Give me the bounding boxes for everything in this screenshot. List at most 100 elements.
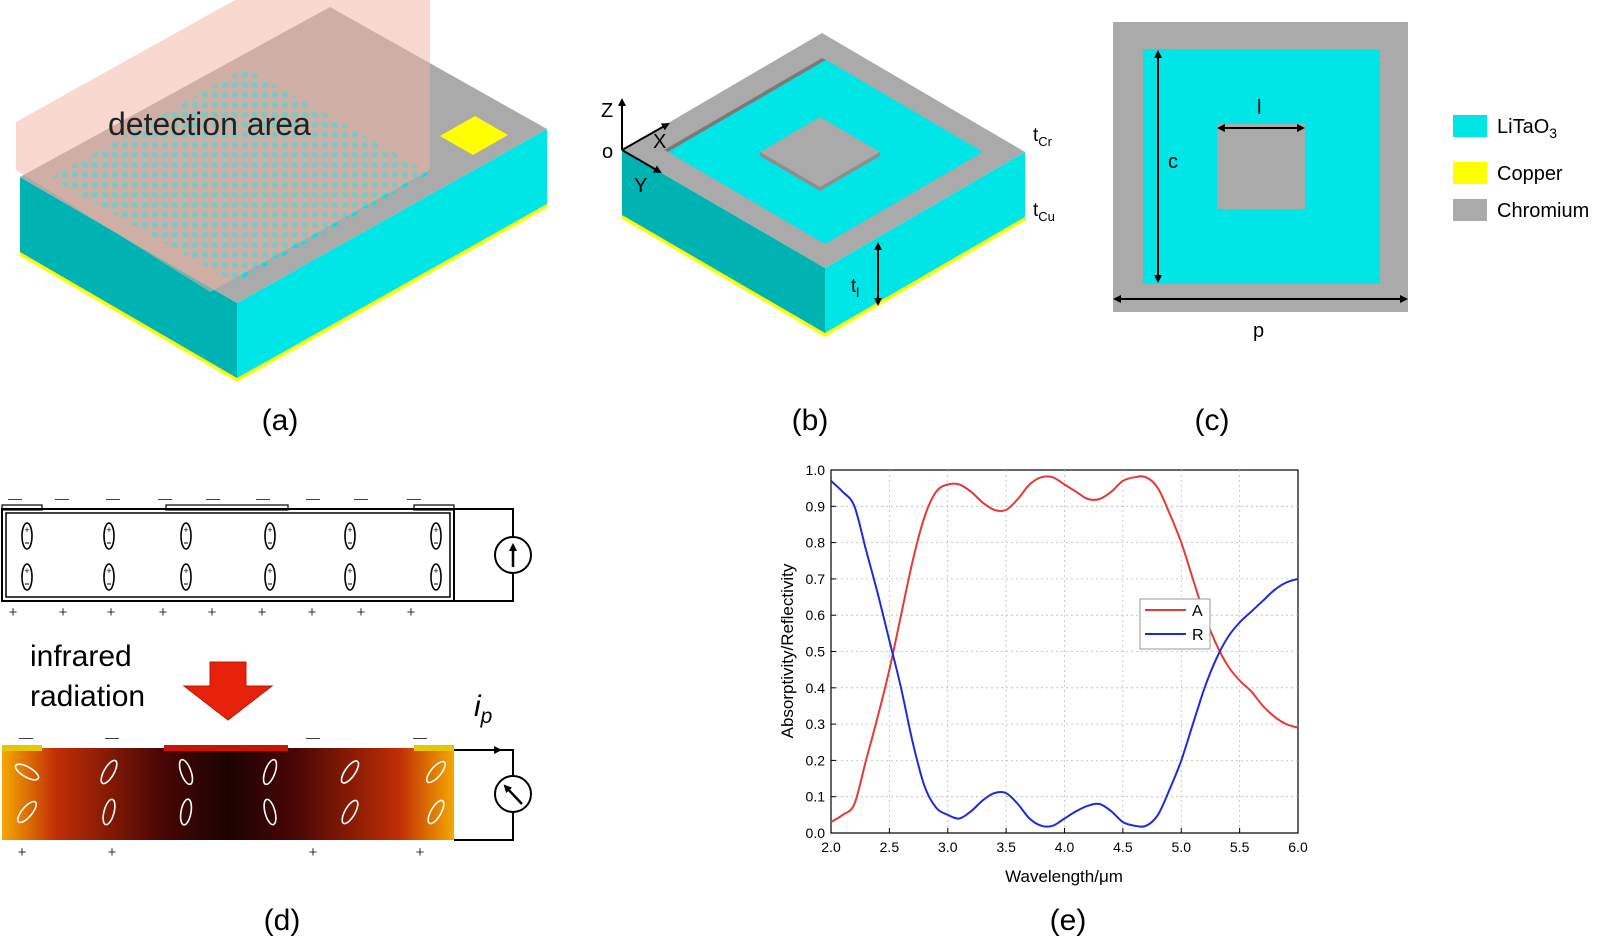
origin-label: o (602, 141, 613, 163)
circuit-hot-wire-bottom (454, 812, 514, 841)
legend-label-r: R (1192, 627, 1204, 644)
panel-a: detection area (a) (16, 0, 547, 437)
legend-swatch-chromium (1453, 199, 1487, 221)
negative-charge: — (354, 490, 368, 506)
dipole-hot (340, 760, 360, 784)
legend-label-a: A (1192, 603, 1203, 620)
negative-charge: — (306, 490, 320, 506)
chart-y-axis-title: Absorptivity/Reflectivity (778, 563, 797, 738)
panel-e-label: (e) (1050, 904, 1087, 937)
dipole-hot (178, 758, 194, 786)
dipole-cold: + (264, 563, 276, 591)
dipole-hot (179, 798, 193, 826)
svg-text:+: + (183, 566, 188, 576)
y-tick-label: 0.7 (806, 571, 826, 587)
z-axis-label: Z (601, 100, 613, 122)
x-tick-label: 2.0 (821, 839, 841, 855)
svg-text:+: + (347, 566, 352, 576)
positive-charge: + (107, 604, 116, 621)
crystal-cold (1, 508, 455, 602)
y-tick-label: 0.4 (806, 680, 826, 696)
panel-a-detection-plane (16, 0, 430, 292)
charges-cold: —————————+++++++++ (8, 490, 421, 621)
chart-grid (831, 470, 1298, 833)
x-axis-arrow (621, 123, 670, 151)
panel-b-left-side (622, 150, 825, 333)
dipole-cold: + (21, 522, 33, 550)
dipole-hot (426, 760, 446, 784)
negative-charge: — (256, 490, 270, 506)
positive-charge: + (416, 844, 425, 861)
charges-hot: ————++++ (18, 729, 427, 861)
positive-charge: + (159, 604, 168, 621)
dipole-hot (102, 798, 116, 826)
electrode-cold-left (1, 504, 43, 511)
dipole-hot (100, 759, 118, 785)
electrode-hot-center (164, 745, 288, 751)
circuit-hot-wire-top (454, 749, 514, 776)
circuit-cold-wire-bottom (454, 573, 514, 602)
dipole-hot (17, 800, 37, 824)
electrode-hot-right (414, 745, 454, 751)
t-cu-label: tCu (1033, 200, 1055, 224)
positive-charge: + (9, 604, 18, 621)
panel-b-label: (b) (792, 404, 829, 437)
chart-legend-box (1139, 598, 1211, 650)
negative-charge: — (413, 729, 427, 745)
y-tick-label: 0.2 (806, 752, 826, 768)
svg-text:+: + (267, 566, 272, 576)
electrode-cold-right (413, 504, 455, 511)
positive-charge: + (208, 604, 217, 621)
dipole-hot (341, 799, 359, 825)
svg-text:+: + (24, 566, 29, 576)
x-axis-label: X (653, 131, 666, 153)
dipoles-cold: ++++++++++++ (21, 522, 442, 591)
positive-charge: + (357, 604, 366, 621)
svg-text:+: + (347, 525, 352, 535)
chart-series (830, 475, 1299, 828)
dipole-cold: + (180, 522, 192, 550)
x-tick-label: 2.5 (880, 839, 900, 855)
infrared-down-arrow-icon (182, 661, 274, 721)
negative-charge: — (306, 729, 320, 745)
electrode-cold-center (165, 504, 289, 511)
circuit-cold-wire-top (454, 508, 514, 537)
y-tick-label: 0.5 (806, 644, 826, 660)
dipole-cold: + (344, 522, 356, 550)
radiation-label-line2: radiation (30, 680, 145, 713)
panel-c-label: (c) (1195, 404, 1230, 437)
panel-a-label: (a) (262, 404, 299, 437)
chart-x-axis-title: Wavelength/μm (1005, 867, 1123, 886)
y-tick-label: 0.3 (806, 716, 826, 732)
x-tick-label: 3.0 (938, 839, 958, 855)
svg-text:+: + (183, 525, 188, 535)
negative-charge: — (158, 490, 172, 506)
positive-charge: + (309, 844, 318, 861)
material-legend: LiTaO3 Copper Chromium (1453, 115, 1589, 222)
legend-label-copper: Copper (1497, 163, 1563, 185)
dipole-cold: + (103, 563, 115, 591)
chart-legend: A R (1139, 598, 1211, 650)
svg-text:+: + (433, 566, 438, 576)
dipole-cold: + (430, 522, 442, 550)
dipole-cold: + (430, 563, 442, 591)
panel-a-left-side (20, 177, 237, 378)
dipole-hot (262, 758, 278, 786)
x-tick-label: 4.0 (1055, 839, 1075, 855)
y-tick-label: 0.1 (806, 789, 826, 805)
panel-a-right-side (237, 129, 547, 378)
crystal-cold-inner (5, 512, 451, 598)
panel-a-copper-pad (440, 116, 508, 155)
t-l-label: tl (851, 276, 859, 300)
positive-charge: + (258, 604, 267, 621)
positive-charge: + (407, 604, 416, 621)
x-tick-label: 6.0 (1288, 839, 1308, 855)
y-axis-arrow (621, 149, 662, 174)
svg-text:+: + (106, 566, 111, 576)
y-tick-label: 0.0 (806, 825, 826, 841)
negative-charge: — (55, 490, 69, 506)
negative-charge: — (8, 490, 22, 506)
y-tick-label: 0.9 (806, 498, 826, 514)
